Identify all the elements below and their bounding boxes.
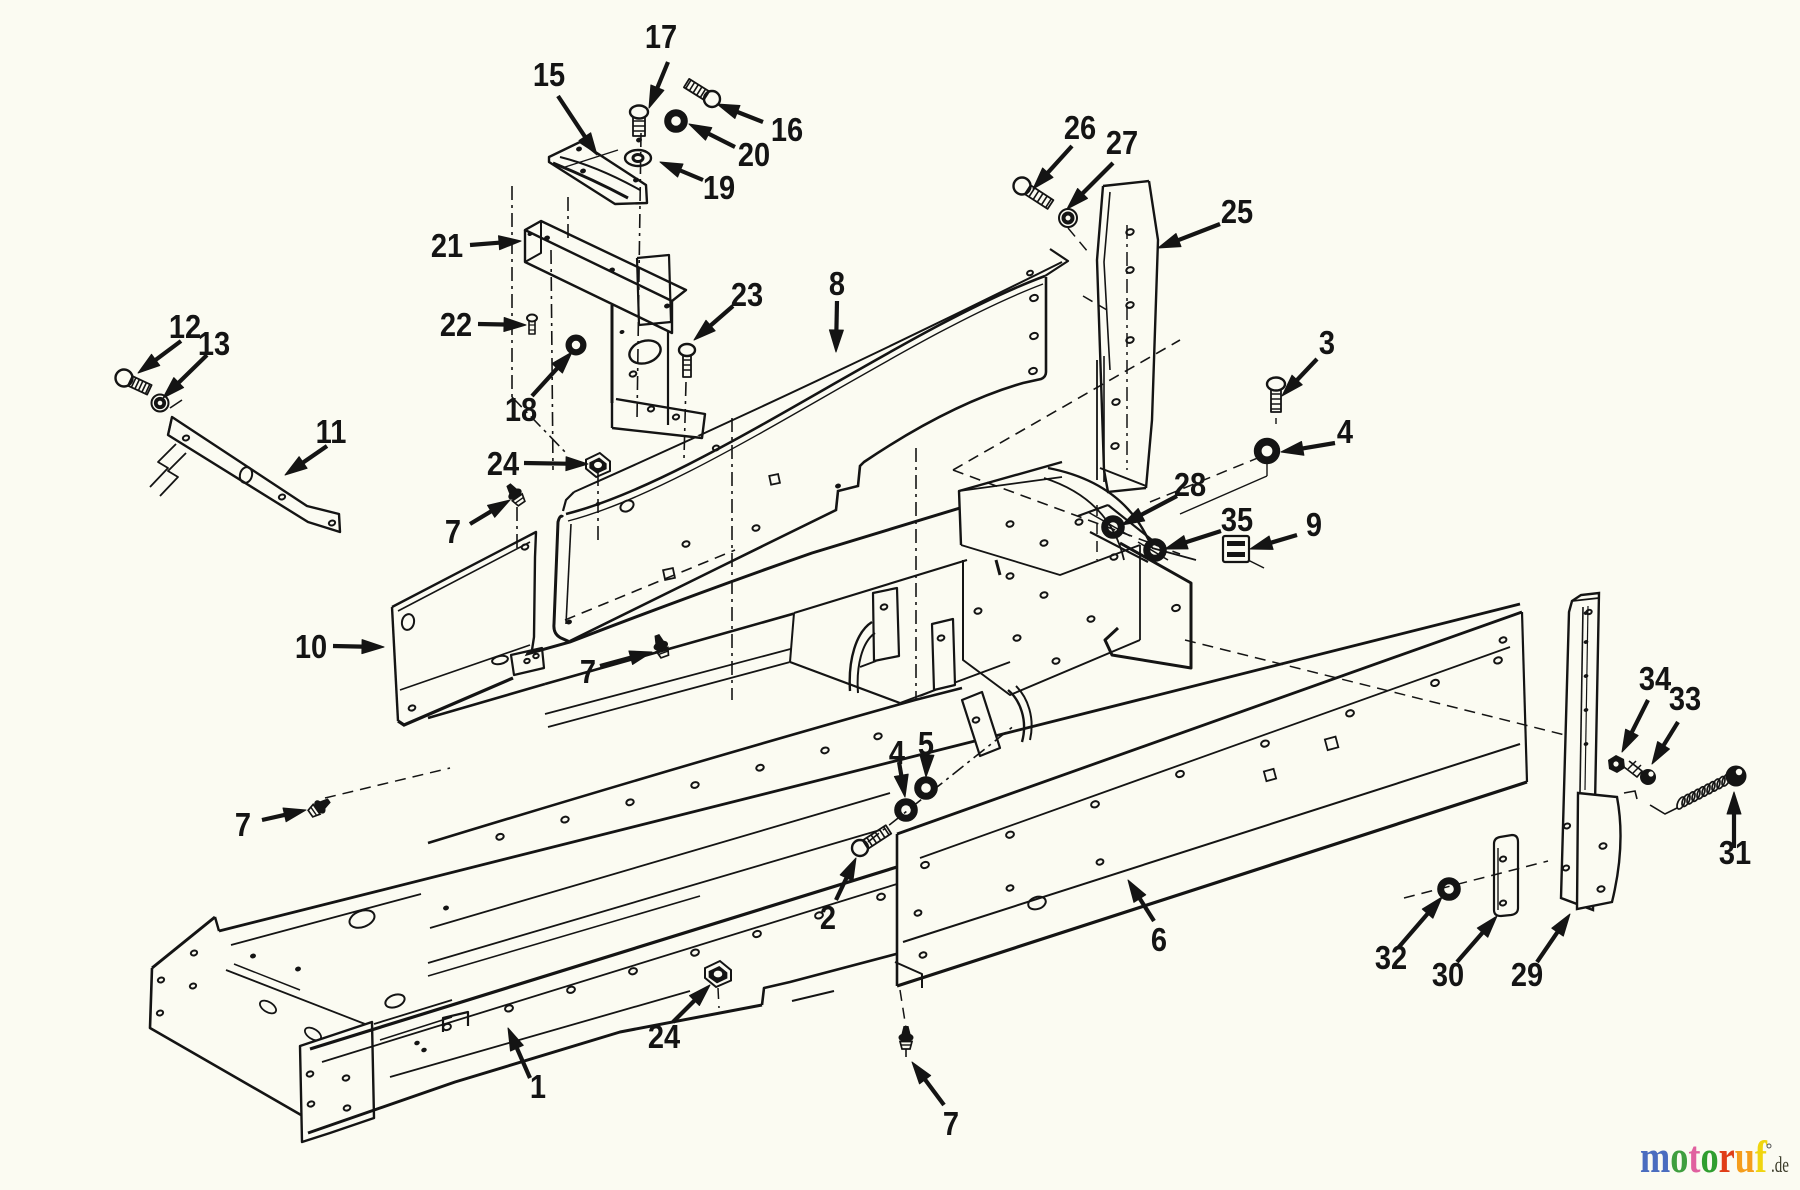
svg-text:10: 10 [295,628,327,665]
svg-text:18: 18 [505,391,537,428]
svg-text:23: 23 [731,276,763,313]
svg-text:1: 1 [530,1068,546,1105]
svg-text:27: 27 [1106,124,1138,161]
svg-text:11: 11 [316,413,347,450]
svg-text:4: 4 [1337,413,1354,450]
svg-text:8: 8 [829,265,845,302]
svg-text:24: 24 [487,445,520,482]
svg-text:26: 26 [1064,109,1096,146]
svg-text:16: 16 [771,111,803,148]
svg-text:22: 22 [440,306,472,343]
svg-text:12: 12 [169,308,201,345]
svg-text:13: 13 [198,325,230,362]
svg-text:29: 29 [1511,956,1543,993]
svg-text:20: 20 [738,136,770,173]
svg-text:19: 19 [703,169,735,206]
svg-text:15: 15 [533,56,565,93]
svg-text:7: 7 [580,653,596,690]
svg-text:33: 33 [1669,680,1701,717]
svg-text:5: 5 [918,725,934,762]
svg-text:25: 25 [1221,193,1253,230]
svg-text:4: 4 [889,734,906,771]
svg-text:32: 32 [1375,939,1407,976]
svg-text:.de: .de [1771,1152,1789,1177]
svg-text:35: 35 [1221,501,1253,538]
svg-text:21: 21 [431,227,463,264]
svg-text:30: 30 [1432,956,1464,993]
svg-text:9: 9 [1306,506,1322,543]
svg-text:6: 6 [1151,921,1167,958]
svg-text:2: 2 [820,899,836,936]
svg-text:28: 28 [1174,466,1206,503]
svg-text:motoruf: motoruf [1640,1131,1768,1182]
svg-text:7: 7 [235,806,251,843]
svg-text:7: 7 [445,513,461,550]
svg-text:17: 17 [645,18,677,55]
svg-text:31: 31 [1719,834,1751,871]
svg-text:34: 34 [1639,660,1672,697]
svg-text:24: 24 [648,1018,681,1055]
svg-text:7: 7 [943,1105,959,1142]
svg-text:3: 3 [1319,324,1335,361]
